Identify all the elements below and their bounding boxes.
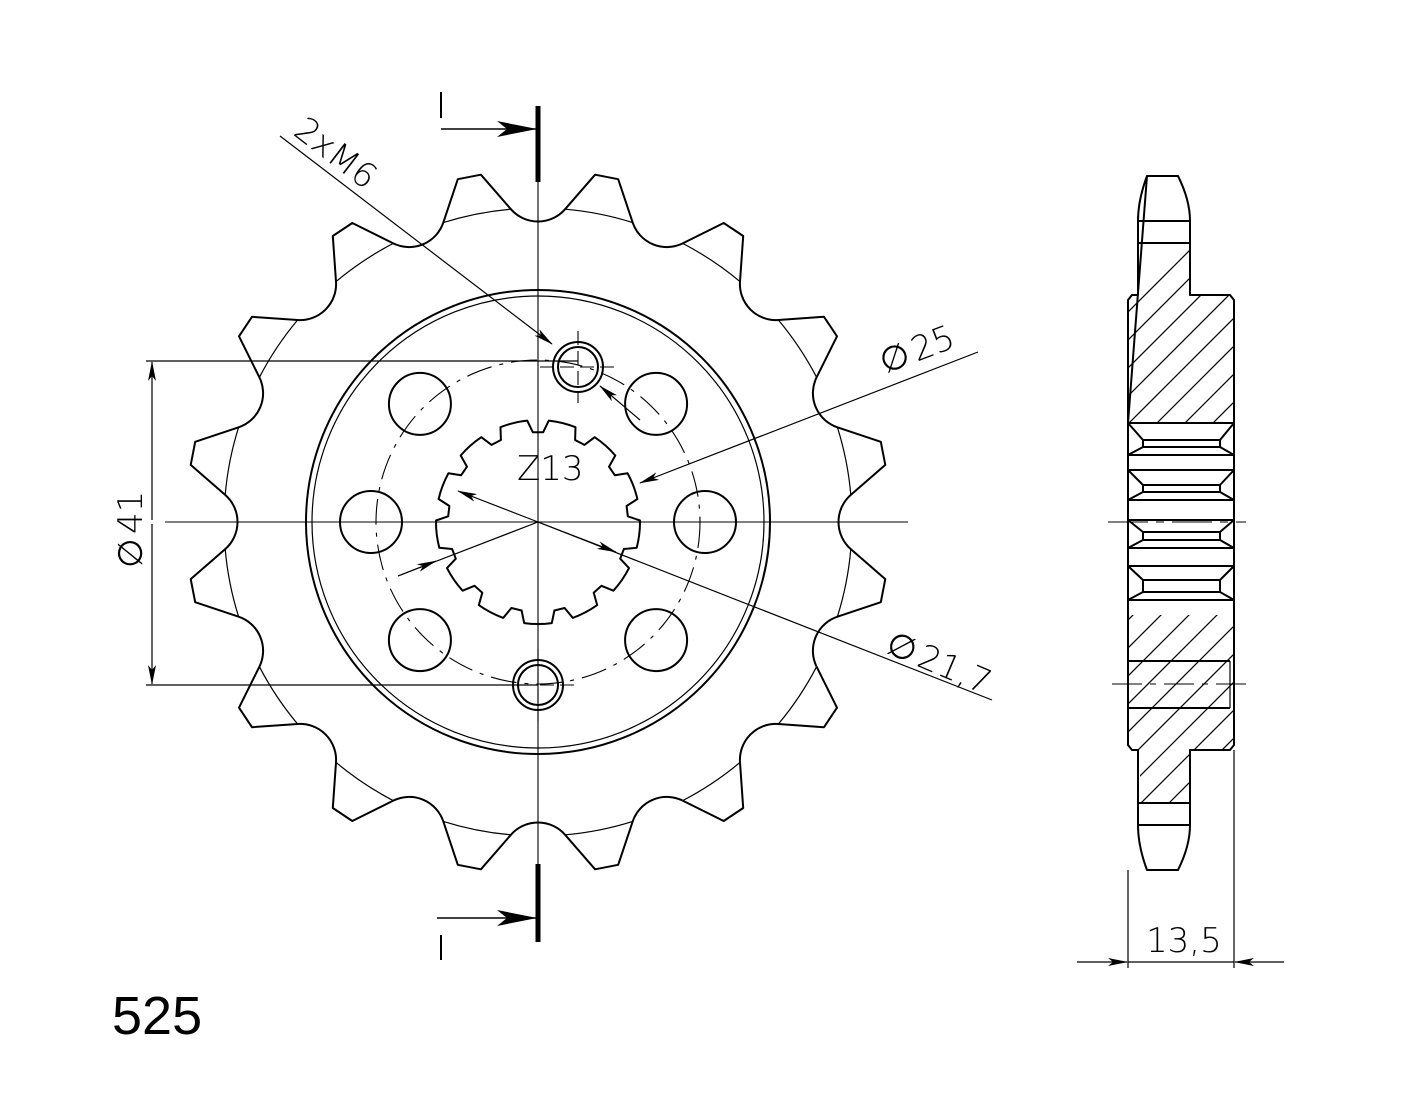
lightening-hole [387, 608, 452, 673]
section-cut-marker-bottom [437, 864, 541, 960]
section-cut-marker-top [440, 92, 541, 182]
spline-bore-z13 [434, 419, 642, 626]
dia-41-value: 41 [111, 491, 151, 534]
lightening-hole [624, 371, 689, 436]
thread-label: 2xM6 [287, 109, 385, 197]
dimension-diameter-21-7: ∅ 21,7 [457, 490, 997, 703]
lightening-hole [387, 371, 452, 436]
dimension-diameter-25: ∅ 25 [397, 317, 979, 577]
dia-symbol: ∅ [111, 538, 151, 568]
section-spline-grooves [1127, 422, 1235, 601]
dia-21-7-value: 21,7 [912, 637, 997, 703]
lightening-hole [624, 608, 689, 673]
spline-teeth-label: Z13 [517, 449, 584, 489]
tooth-base-arcs [224, 208, 852, 836]
width-value: 13,5 [1146, 921, 1222, 961]
chain-pitch-code: 525 [112, 986, 202, 1046]
threaded-holes-m6 [500, 331, 616, 721]
dimension-diameter-41: ∅ 41 [111, 360, 578, 686]
dimension-width-13-5: 13,5 [1077, 750, 1284, 968]
section-upper-tooth [1127, 175, 1235, 424]
section-view: 13,5 [1077, 175, 1284, 968]
threaded-hole [557, 346, 599, 388]
section-lower-tooth [1127, 615, 1235, 871]
front-view: 2xM6 Z13 ∅ 25 ∅ 21,7 [111, 92, 997, 960]
section-hatching [1128, 243, 1234, 803]
